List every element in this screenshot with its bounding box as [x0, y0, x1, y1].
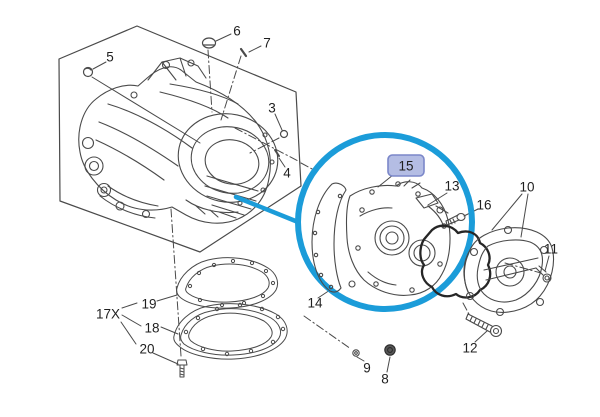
callout-13: 13 — [444, 179, 459, 194]
centerlines — [170, 49, 542, 357]
transaxle-case-15[interactable] — [345, 179, 451, 296]
washer-9 — [352, 349, 360, 357]
callout-6: 6 — [233, 24, 241, 39]
callout-7: 7 — [263, 36, 271, 51]
selected-callout-badge-rect[interactable] — [387, 154, 425, 177]
callout-8: 8 — [381, 372, 389, 387]
bolt-16 — [445, 212, 466, 226]
callout-14: 14 — [307, 296, 323, 311]
callout-16: 16 — [476, 198, 491, 213]
bolt-20 — [176, 359, 188, 378]
callout-18: 18 — [144, 321, 159, 336]
case-gasket-14 — [311, 182, 347, 293]
callout-19: 19 — [141, 297, 156, 312]
cap-plug-6 — [201, 37, 217, 49]
callout-5: 5 — [106, 50, 114, 65]
pan-gasket-19 — [176, 257, 279, 309]
pin-7 — [239, 47, 248, 58]
selected-callout-badge[interactable]: 15 — [387, 154, 425, 177]
plug-5 — [82, 66, 94, 78]
callout-20: 20 — [139, 342, 154, 357]
plug-3 — [279, 129, 289, 139]
blue-zoom-leader — [233, 194, 301, 225]
callout-labels: 3 4 5 6 7 89 10 11 12 13 14 16 17X 18 19 20 — [96, 24, 558, 387]
differential-cover — [463, 225, 555, 317]
transaxle-drawing — [78, 57, 279, 224]
callout-12: 12 — [462, 341, 477, 356]
plug-8 — [384, 344, 396, 356]
bolt-12 — [465, 313, 503, 338]
leader-lines — [91, 33, 550, 373]
zoom-circle-highlight — [295, 132, 475, 312]
callout-4: 4 — [283, 166, 291, 181]
callout-17X: 17X — [96, 307, 120, 322]
pin-4 — [274, 149, 280, 157]
cover-gasket-10 — [419, 224, 492, 299]
selected-callout-label[interactable]: 15 — [398, 159, 413, 174]
callout-10: 10 — [519, 180, 534, 195]
callout-9: 9 — [363, 361, 371, 376]
callout-11: 11 — [544, 242, 558, 257]
callout-3: 3 — [268, 101, 276, 116]
bolt-11 — [535, 265, 552, 283]
oil-pan-18 — [173, 302, 288, 360]
boundary-box — [58, 25, 302, 253]
